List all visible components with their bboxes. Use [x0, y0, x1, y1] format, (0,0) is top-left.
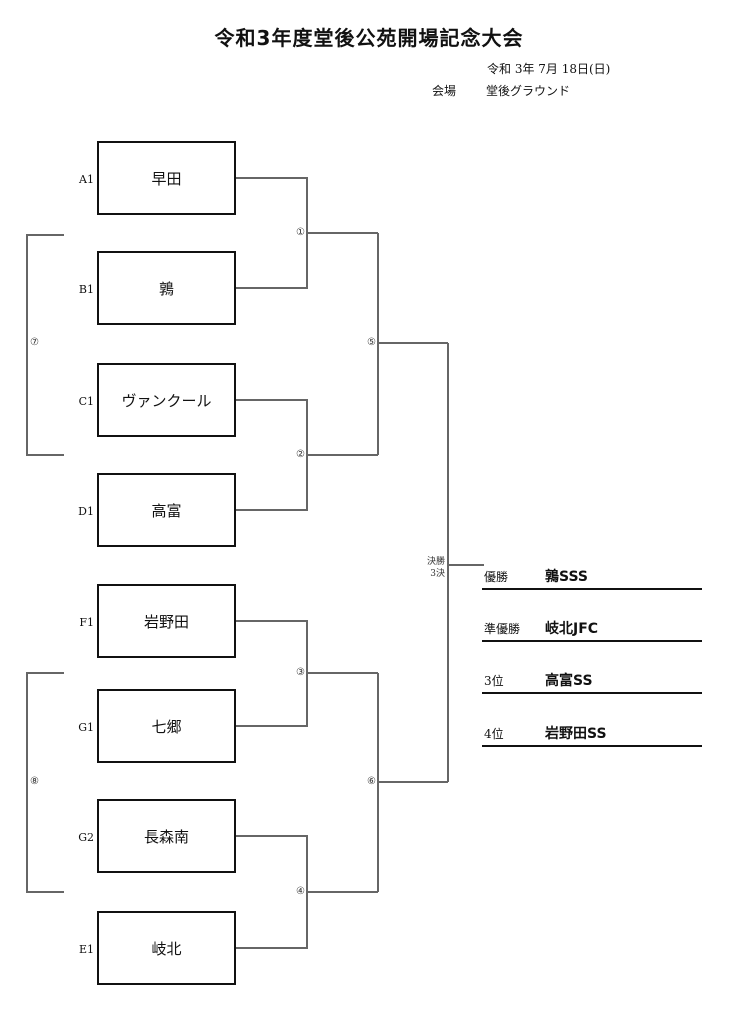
- team-box: 岩野田: [97, 584, 236, 658]
- result-rank: 準優勝: [484, 622, 521, 636]
- match-number-1: ①: [296, 227, 305, 238]
- final-label: 決勝: [426, 557, 445, 567]
- team-name: 高富: [151, 501, 182, 520]
- result-team: 岩野田SS: [545, 726, 607, 742]
- team-name: 岐北: [151, 939, 182, 958]
- team-name: ヴァンクール: [121, 391, 212, 410]
- match-number-3: ③: [296, 667, 305, 678]
- team-name: 岩野田: [143, 612, 189, 631]
- team-box: 早田: [97, 141, 236, 215]
- result-row: 優勝 鶉SSS: [482, 562, 702, 590]
- match-number-2: ②: [296, 449, 305, 460]
- result-row: 準優勝 岐北JFC: [482, 614, 702, 642]
- match-number-6: ⑥: [367, 776, 376, 787]
- result-row: 4位 岩野田SS: [482, 719, 702, 747]
- result-rank: 優勝: [484, 570, 509, 584]
- result-row: 3位 高富SS: [482, 666, 702, 694]
- bracket-line-match-8: [26, 672, 64, 893]
- venue-name: 堂後グラウンド: [486, 84, 571, 98]
- result-team: 鶉SSS: [545, 569, 588, 585]
- team-box: 高富: [97, 473, 236, 547]
- seed-label: C1: [78, 395, 94, 408]
- seed-label: D1: [78, 505, 94, 518]
- bracket-line-match-7: [26, 234, 64, 456]
- result-team: 高富SS: [545, 673, 593, 689]
- seed-label: B1: [78, 283, 94, 296]
- team-box: 鶉: [97, 251, 236, 325]
- seed-label: G1: [78, 721, 94, 734]
- team-box: 長森南: [97, 799, 236, 873]
- result-team: 岐北JFC: [545, 621, 599, 637]
- match-number-4: ④: [296, 886, 305, 897]
- team-name: 長森南: [143, 827, 189, 846]
- team-box: ヴァンクール: [97, 363, 236, 437]
- page-title: 令和3年度堂後公苑開場記念大会: [214, 26, 524, 50]
- seed-label: A1: [79, 173, 94, 186]
- third-place-label: 3決: [430, 569, 445, 579]
- match-number-7: ⑦: [30, 337, 39, 348]
- team-name: 早田: [151, 169, 182, 188]
- seed-label: G2: [78, 831, 94, 844]
- team-box: 七郷: [97, 689, 236, 763]
- team-name: 鶉: [158, 279, 174, 298]
- seed-label: F1: [79, 616, 94, 629]
- team-box: 岐北: [97, 911, 236, 985]
- seed-label: E1: [78, 943, 94, 956]
- match-number-5: ⑤: [367, 337, 376, 348]
- result-rank: 4位: [484, 727, 504, 741]
- match-number-8: ⑧: [30, 776, 39, 787]
- venue-label: 会場: [432, 84, 457, 98]
- event-date: 令和 3年 7月 18日(日): [487, 62, 611, 76]
- team-name: 七郷: [151, 717, 182, 736]
- result-rank: 3位: [484, 674, 504, 688]
